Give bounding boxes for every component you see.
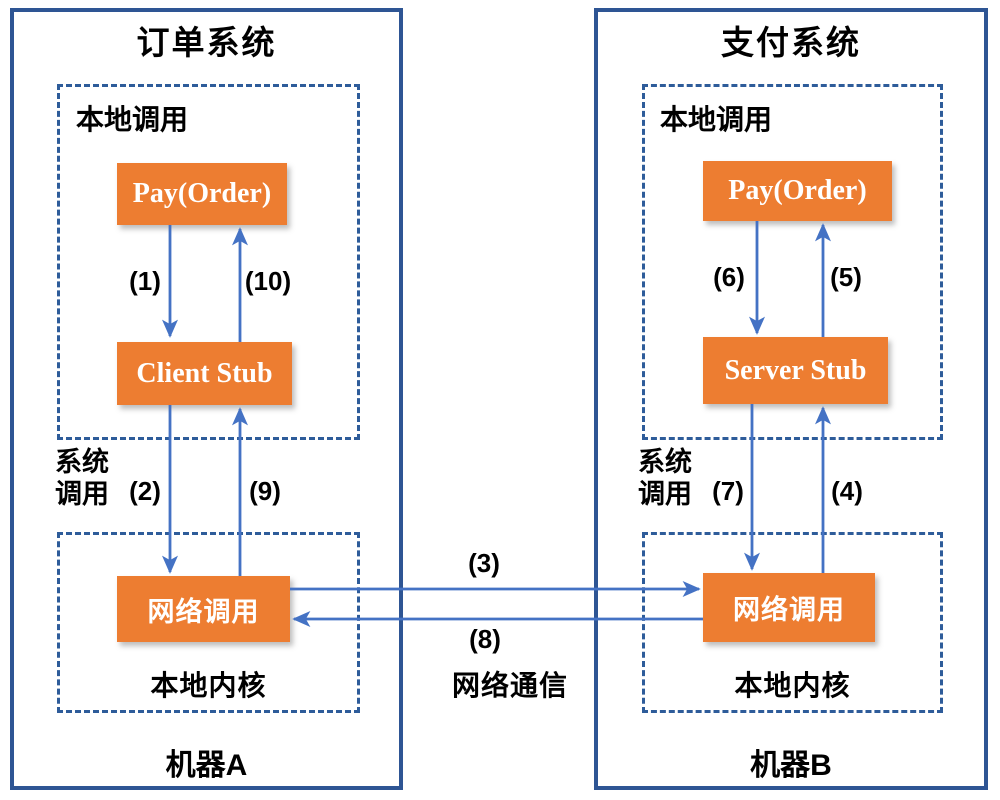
machine-a-system-call-line1: 系统	[55, 447, 109, 477]
machine-b-system-call-line2: 调用	[638, 479, 692, 509]
step-7-label: (7)	[712, 476, 744, 506]
machine-b-kernel-region	[642, 532, 943, 713]
step-5-label: (5)	[830, 262, 862, 292]
step-3-label: (3)	[468, 548, 500, 578]
machine-b-label: 机器B	[750, 749, 832, 782]
machine-a-local-call-region	[57, 84, 360, 440]
machine-a-kernel-region	[57, 532, 360, 713]
network-communication-label: 网络通信	[451, 670, 568, 701]
machine-b-title: 支付系统	[721, 24, 861, 61]
machine-b-network-call-node: 网络调用	[703, 573, 875, 642]
machine-b-border	[594, 8, 988, 790]
step-6-label: (6)	[713, 262, 745, 292]
machine-a-border	[10, 8, 403, 790]
machine-b-pay-order-node: Pay(Order)	[703, 161, 892, 221]
step-2-label: (2)	[129, 476, 161, 506]
machine-a-local-call-label: 本地调用	[76, 104, 189, 135]
step-9-label: (9)	[249, 476, 281, 506]
machine-b-kernel-label: 本地内核	[734, 670, 851, 701]
step-8-label: (8)	[469, 624, 501, 654]
step-4-label: (4)	[831, 476, 863, 506]
machine-b-server-stub-node: Server Stub	[703, 337, 888, 404]
step-1-label: (1)	[129, 266, 161, 296]
machine-a-client-stub-node: Client Stub	[117, 342, 292, 405]
machine-a-system-call-line2: 调用	[55, 479, 109, 509]
machine-a-system-call-label: 系统 调用	[55, 446, 109, 510]
step-10-label: (10)	[244, 266, 292, 296]
machine-b-local-call-label: 本地调用	[660, 104, 773, 135]
machine-b-local-call-region	[642, 84, 943, 440]
machine-a-network-call-node: 网络调用	[117, 576, 290, 642]
machine-a-pay-order-node: Pay(Order)	[117, 163, 287, 225]
machine-a-label: 机器A	[165, 749, 248, 782]
machine-b-system-call-line1: 系统	[638, 447, 692, 477]
machine-a-kernel-label: 本地内核	[150, 670, 267, 701]
machine-b-system-call-label: 系统 调用	[638, 446, 692, 510]
machine-a-title: 订单系统	[136, 24, 277, 61]
